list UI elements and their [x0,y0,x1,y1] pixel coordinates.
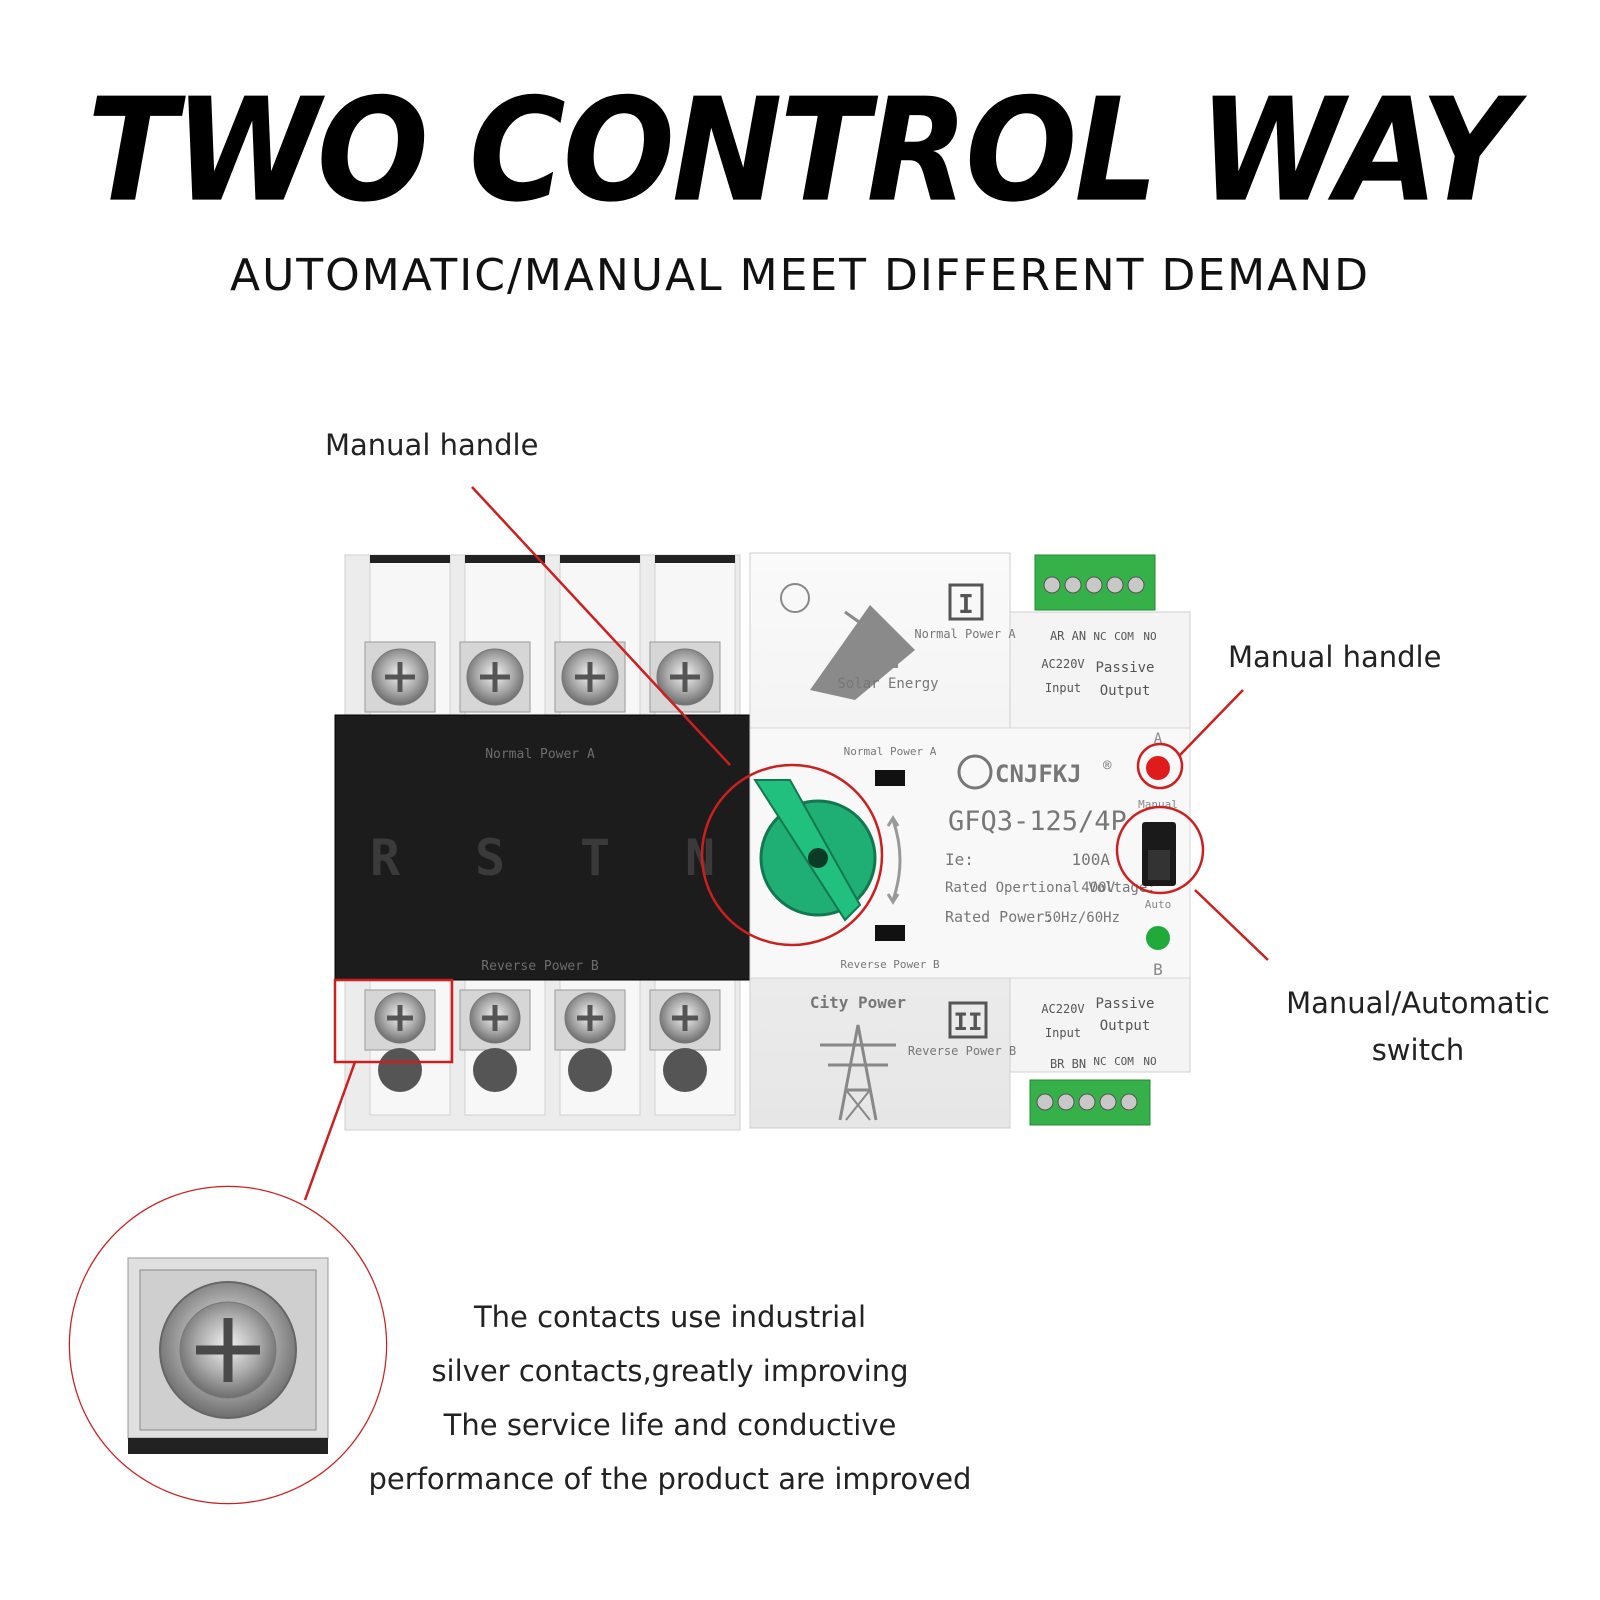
phase-n: N [685,829,715,887]
svg-text:AC220V: AC220V [1041,657,1084,671]
svg-text:B: B [1153,960,1163,979]
top-terminal-labels: AR AN AC220V Input Passive Output NC COM… [1041,629,1156,699]
top-screws [364,641,721,713]
svg-text:Rated Opertional Voltage:: Rated Opertional Voltage: [945,880,1156,896]
contact-zoom-detail [70,1187,386,1503]
phase-r: R [370,829,401,887]
callout-line-switch [1194,889,1269,961]
subheadline: AUTOMATIC/MANUAL MEET DIFFERENT DEMAND [229,250,1371,301]
handle-normal-power-a: Normal Power A [844,745,937,758]
phase-s: S [475,829,505,887]
bottom-terminal-labels: AC220V Input BR BN Passive Output NC COM… [1041,996,1156,1071]
brand-logo: CNJFKJ ® [957,754,1112,790]
bottom-screws [364,989,721,1092]
roman-one: I [958,590,974,620]
description-line-4: performance of the product are improved [368,1462,972,1496]
roman-two: II [954,1008,983,1036]
model-number: GFQ3-125/4P [948,806,1127,837]
svg-text:Passive: Passive [1095,660,1154,676]
solar-energy-label: Solar Energy [837,676,938,692]
cover-reverse-power-b: Reverse Power B [481,959,599,974]
power-tower-illustration [820,1024,896,1121]
svg-text:Ie:: Ie: [945,850,974,869]
headline: TWO CONTROL WAY [87,67,1516,235]
city-power-label: City Power [810,993,906,1012]
top-normal-power-a: Normal Power A [914,627,1016,641]
description-line-2: silver contacts,greatly improving [431,1354,909,1388]
phase-cover: Normal Power A Reverse Power B R S T N [334,714,751,981]
phase-t: T [580,829,610,887]
callout-line-handle [471,486,731,766]
callout-line-contact [303,1061,357,1201]
svg-text:Auto: Auto [1145,898,1172,911]
svg-text:BR BN: BR BN [1050,1057,1086,1071]
svg-text:NO: NO [1143,1055,1156,1068]
svg-text:COM: COM [1114,630,1134,643]
svg-text:50Hz/60Hz: 50Hz/60Hz [1044,910,1120,926]
led-highlight-circle [1136,742,1184,790]
contact-description: The contacts use industrial silver conta… [330,1290,1010,1506]
svg-text:100A: 100A [1071,850,1110,869]
description-line-1: The contacts use industrial [473,1300,867,1334]
callout-line-led [1179,689,1244,756]
svg-text:AC220V: AC220V [1041,1002,1084,1016]
svg-text:Input: Input [1045,1026,1081,1040]
svg-text:CNJFKJ: CNJFKJ [995,760,1082,788]
callout-switch-line2: switch [1371,1033,1465,1067]
handle-reverse-power-b: Reverse Power B [840,958,940,971]
callout-manual-handle-top: Manual handle [325,428,539,462]
svg-text:A: A [1154,731,1163,747]
handle-highlight-circle [700,763,884,947]
solar-panel-illustration [780,583,915,700]
svg-text:AR AN: AR AN [1050,629,1086,643]
svg-text:®: ® [1103,758,1112,774]
svg-text:Input: Input [1045,681,1081,695]
svg-text:400V: 400V [1081,880,1115,896]
callout-manual-automatic-switch: Manual/Automatic switch [1258,980,1578,1074]
indicator-b-led [1146,926,1170,950]
switch-highlight-circle [1115,805,1205,895]
callout-manual-handle-right: Manual handle [1228,640,1442,674]
bottom-reverse-power-b: Reverse Power B [908,1044,1016,1058]
manual-handle-knob[interactable] [753,779,877,922]
contact-highlight-box [333,978,454,1064]
svg-text:Output: Output [1100,1018,1151,1034]
description-line-3: The service life and conductive [443,1408,897,1442]
svg-text:NC: NC [1093,1055,1106,1068]
svg-text:COM: COM [1114,1055,1134,1068]
svg-text:Rated Power:: Rated Power: [945,908,1053,926]
svg-text:Passive: Passive [1095,996,1154,1012]
svg-text:NC: NC [1093,630,1106,643]
callout-switch-line1: Manual/Automatic [1286,986,1550,1020]
indicator-a-led [1146,756,1170,780]
cover-normal-power-a: Normal Power A [485,747,595,762]
svg-text:NO: NO [1143,630,1156,643]
svg-text:Output: Output [1100,683,1151,699]
